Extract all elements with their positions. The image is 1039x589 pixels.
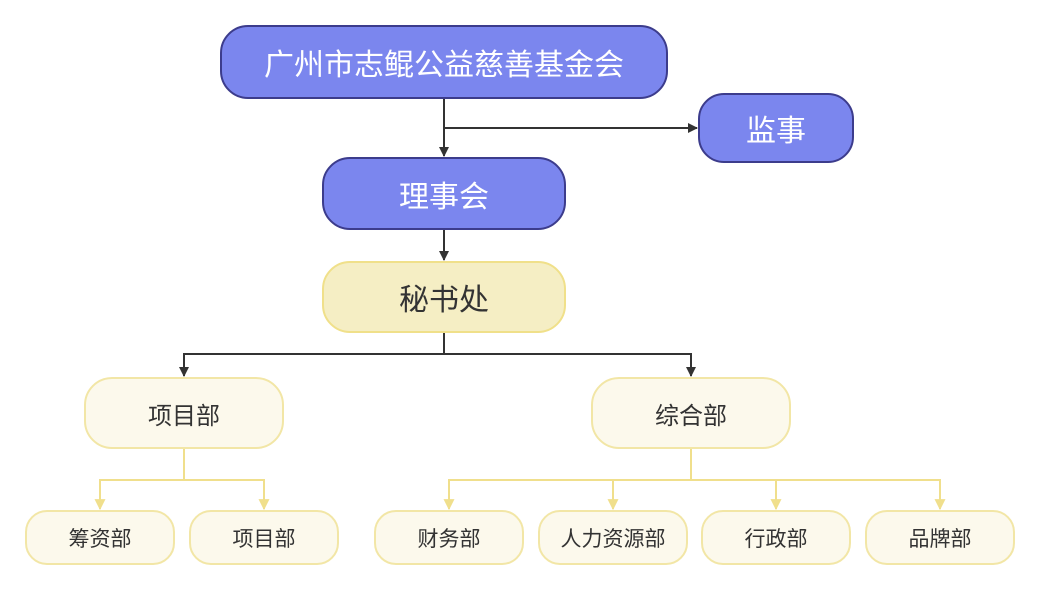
council-label: 理事会: [399, 179, 489, 215]
hr-node: 人力资源部: [538, 510, 688, 565]
council-node: 理事会: [322, 157, 566, 230]
project-sub-node: 项目部: [189, 510, 339, 565]
supervisor-node: 监事: [698, 93, 854, 163]
connector-project-fundraising: [94, 449, 185, 511]
connector-secretariat-project-dept: [179, 333, 445, 377]
foundation-node: 广州市志鲲公益慈善基金会: [220, 25, 668, 99]
supervisor-label: 监事: [746, 114, 806, 149]
finance-label: 财务部: [417, 526, 481, 551]
brand-node: 品牌部: [865, 510, 1015, 565]
general-dept-label: 综合部: [655, 401, 727, 430]
secretariat-node: 秘书处: [322, 261, 566, 333]
dark-connectors: [179, 98, 698, 377]
admin-label: 行政部: [744, 526, 808, 551]
admin-node: 行政部: [701, 510, 851, 565]
project-sub-label: 项目部: [232, 526, 296, 551]
connector-secretariat-general-dept: [444, 353, 696, 377]
light-connectors: [94, 449, 946, 511]
finance-node: 财务部: [374, 510, 524, 565]
general-dept-node: 综合部: [591, 377, 791, 449]
hr-label: 人力资源部: [560, 526, 666, 551]
secretariat-label: 秘书处: [399, 283, 489, 318]
connector-general-brand: [691, 479, 946, 511]
connector-project-project-sub: [184, 479, 270, 511]
project-dept-label: 项目部: [148, 401, 220, 430]
project-dept-node: 项目部: [84, 377, 284, 449]
brand-label: 品牌部: [908, 526, 972, 551]
foundation-label: 广州市志鲲公益慈善基金会: [264, 48, 624, 83]
connector-general-finance: [443, 449, 692, 511]
fundraising-node: 筹资部: [25, 510, 175, 565]
fundraising-label: 筹资部: [68, 526, 132, 551]
